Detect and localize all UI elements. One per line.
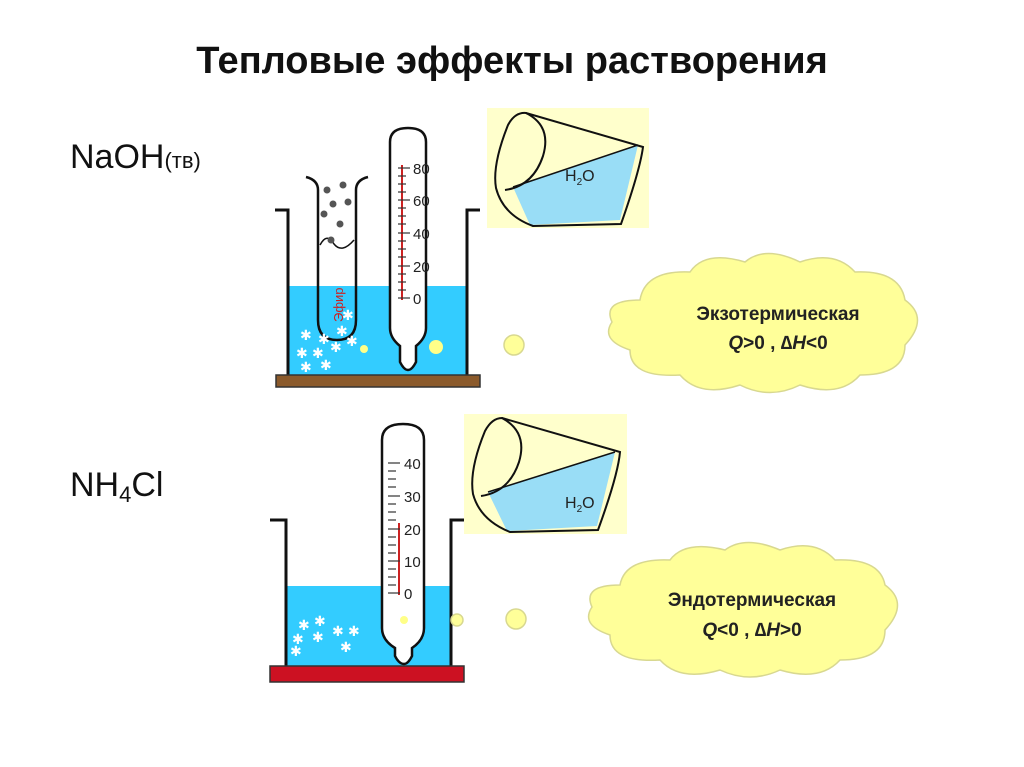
stand-1-wood bbox=[275, 374, 481, 388]
thermometer-1 bbox=[388, 126, 428, 372]
effect-formula-2: Q<0 , ∆H>0 bbox=[702, 620, 801, 641]
crystal: ✱ bbox=[348, 624, 360, 640]
bubble bbox=[360, 345, 368, 353]
crystal: ✱ bbox=[320, 358, 332, 374]
naoh-crystals: ✱ ✱ ✱ ✱ ✱ ✱ ✱ ✱ ✱ ✱ bbox=[296, 308, 358, 376]
thermometer-2 bbox=[380, 422, 426, 666]
ether-drop bbox=[323, 186, 331, 194]
crystal: ✱ bbox=[314, 614, 326, 630]
ether-drop bbox=[339, 181, 347, 189]
crystal: ✱ bbox=[300, 360, 312, 376]
thermometer-2-label: 40 bbox=[404, 456, 421, 473]
water-glass-1 bbox=[494, 111, 645, 228]
crystal: ✱ bbox=[290, 644, 302, 660]
effect-cloud-2 bbox=[587, 541, 899, 678]
substance-naoh-main: NaOH bbox=[70, 138, 165, 176]
crystal: ✱ bbox=[332, 624, 344, 640]
substance-nh4cl-main: NH bbox=[70, 466, 120, 504]
thermometer-2-label: 20 bbox=[404, 522, 421, 539]
crystal: ✱ bbox=[292, 632, 304, 648]
ether-drop bbox=[344, 198, 352, 206]
beaker-2-water bbox=[286, 586, 451, 667]
effect-name-2: Эндотермическая bbox=[668, 590, 836, 611]
substance-naoh: NaOH(тв) bbox=[70, 138, 201, 177]
nh4cl-crystals: ✱ ✱ ✱ ✱ ✱ ✱ ✱ ✱ bbox=[290, 614, 360, 660]
effect-name-1: Экзотермическая bbox=[696, 304, 859, 325]
ether-drop bbox=[327, 236, 335, 244]
crystal: ✱ bbox=[300, 328, 312, 344]
thermometer-1-label: 0 bbox=[413, 291, 421, 308]
water-label-2: H2O bbox=[565, 495, 595, 515]
thermometer-1-label: 80 bbox=[413, 161, 430, 178]
bubble bbox=[429, 340, 443, 354]
crystal: ✱ bbox=[346, 334, 358, 350]
thermometer-1-label: 20 bbox=[413, 259, 430, 276]
test-tube-1 bbox=[305, 175, 369, 342]
thermometer-2-label: 0 bbox=[404, 586, 412, 603]
ether-drop bbox=[320, 210, 328, 218]
ether-drop bbox=[336, 220, 344, 228]
thermometer-1-label: 60 bbox=[413, 193, 430, 210]
water-glass-2 bbox=[471, 416, 622, 534]
crystal: ✱ bbox=[312, 346, 324, 362]
experiment-1: Эфир ✱ ✱ ✱ ✱ ✱ ✱ ✱ ✱ ✱ ✱ 80 60 40 20 0 bbox=[275, 108, 919, 394]
crystal: ✱ bbox=[340, 640, 352, 656]
effect-cloud-1 bbox=[607, 252, 919, 394]
crystal: ✱ bbox=[298, 618, 310, 634]
thermometer-1-label: 40 bbox=[413, 226, 430, 243]
crystal: ✱ bbox=[336, 324, 348, 340]
thermometer-1-ticks bbox=[398, 167, 410, 299]
thought-dot-2b bbox=[505, 608, 527, 630]
crystal: ✱ bbox=[330, 340, 342, 356]
crystal: ✱ bbox=[312, 630, 324, 646]
experiment-2: ✱ ✱ ✱ ✱ ✱ ✱ ✱ ✱ 40 30 20 10 0 bbox=[269, 414, 899, 683]
thermometer-2-ticks bbox=[388, 462, 400, 594]
substance-nh4cl-end: Cl bbox=[131, 466, 164, 504]
ether-surface bbox=[319, 237, 355, 249]
tube-label-ether: Эфир bbox=[331, 287, 346, 322]
thought-dot-1 bbox=[503, 334, 525, 356]
substance-naoh-state: (тв) bbox=[164, 148, 201, 173]
crystal: ✱ bbox=[296, 346, 308, 362]
ether-drop bbox=[329, 200, 337, 208]
page-title: Тепловые эффекты растворения bbox=[196, 40, 828, 82]
effect-formula-1: Q>0 , ∆H<0 bbox=[728, 333, 827, 354]
stand-2-red bbox=[269, 665, 465, 683]
thermometer-2-label: 10 bbox=[404, 554, 421, 571]
crystal: ✱ bbox=[342, 308, 354, 324]
substance-nh4cl-index: 4 bbox=[119, 482, 132, 507]
thought-dot-2a bbox=[450, 613, 464, 627]
thermometer-2-label: 30 bbox=[404, 489, 421, 506]
bubble bbox=[400, 616, 408, 624]
substance-nh4cl: NH4Cl bbox=[70, 466, 163, 508]
water-label-1: H2O bbox=[565, 168, 595, 188]
beaker-1-water bbox=[288, 286, 467, 376]
crystal: ✱ bbox=[318, 332, 330, 348]
